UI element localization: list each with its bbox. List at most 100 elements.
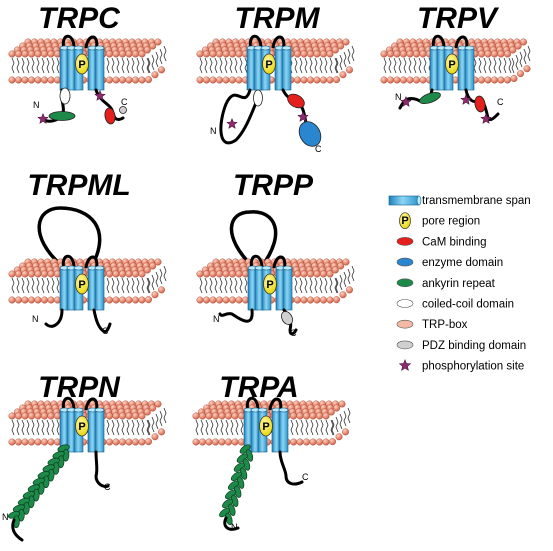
pore-label: P bbox=[262, 421, 269, 433]
pore-region: P bbox=[259, 415, 273, 437]
pore-label: P bbox=[265, 59, 272, 71]
legend-item-trp-box: TRP-box bbox=[396, 319, 468, 331]
transmembrane-helix bbox=[464, 45, 475, 91]
phosphorylation-site-icon bbox=[460, 93, 472, 105]
legend-item-enzyme-domain: enzyme domain bbox=[396, 257, 503, 269]
cam-binding-icon bbox=[396, 237, 414, 246]
legend-item-pdz-binding-domain: PDZ binding domain bbox=[396, 340, 526, 352]
n-terminus-tail bbox=[44, 308, 64, 328]
n-terminus-label: N bbox=[33, 100, 40, 110]
c-terminus-label: C bbox=[315, 144, 322, 154]
pore-label: P bbox=[78, 421, 85, 433]
legend-label: enzyme domain bbox=[422, 257, 503, 269]
channel-core: P bbox=[243, 396, 289, 453]
channel-core: P bbox=[59, 34, 105, 91]
transmembrane-helix bbox=[94, 265, 105, 311]
n-terminus-label: N bbox=[213, 314, 220, 324]
panel-trpm: TRPM P N C bbox=[196, 2, 355, 154]
legend-label: ankyrin repeat bbox=[422, 278, 496, 290]
pore-region: P bbox=[75, 273, 89, 295]
pore-region: P bbox=[445, 53, 459, 75]
transmembrane-span-icon bbox=[388, 195, 422, 206]
legend-label: TRP-box bbox=[422, 319, 468, 331]
legend-label: transmembrane span bbox=[422, 195, 531, 207]
c-terminus-tail bbox=[278, 450, 304, 486]
c-terminus-tail bbox=[94, 450, 110, 488]
legend-item-cam-binding: CaM binding bbox=[396, 236, 487, 248]
panel-title: TRPM bbox=[235, 2, 321, 35]
panel-title: TRPN bbox=[38, 371, 121, 404]
phosphorylation-site-icon bbox=[480, 112, 492, 124]
c-terminus-label: C bbox=[104, 482, 111, 492]
coiled-coil-domain bbox=[281, 311, 293, 325]
transmembrane-helix bbox=[281, 45, 292, 91]
transmembrane-helix bbox=[94, 407, 105, 453]
panel-trpv: TRPV P N C bbox=[380, 2, 531, 124]
n-terminus-tail bbox=[11, 518, 24, 542]
pore-icon-label: P bbox=[401, 215, 408, 227]
panel-title: TRPP bbox=[233, 169, 314, 202]
n-terminus-label: N bbox=[395, 92, 402, 102]
n-terminus-tail bbox=[218, 308, 254, 323]
panel-trpa: TRPA P N C bbox=[192, 371, 351, 532]
cam-binding-domain bbox=[104, 107, 116, 125]
channel-core: P bbox=[59, 254, 105, 311]
pore-label: P bbox=[448, 59, 455, 71]
legend-item-coiled-coil-domain: coiled-coil domain bbox=[396, 299, 514, 311]
pdz-binding-domain-icon bbox=[396, 340, 414, 350]
pore-region-icon: P bbox=[399, 212, 411, 230]
n-terminus-label: N bbox=[32, 314, 39, 324]
pore-region: P bbox=[75, 53, 89, 75]
panel-title: TRPA bbox=[219, 371, 298, 404]
extracellular-loop bbox=[37, 206, 102, 268]
legend-label: phosphorylation site bbox=[422, 361, 524, 373]
pore-region: P bbox=[75, 415, 89, 437]
channel-core: P bbox=[247, 254, 293, 311]
coiled-coil-domain bbox=[253, 89, 263, 107]
panel-title: TRPC bbox=[38, 2, 121, 35]
ankyrin-repeat-helix bbox=[219, 444, 254, 526]
cam-binding-domain bbox=[474, 95, 486, 113]
n-terminus-label: N bbox=[231, 522, 238, 532]
enzyme-domain bbox=[298, 121, 322, 147]
transmembrane-helix bbox=[278, 407, 289, 453]
transmembrane-helix bbox=[282, 265, 293, 311]
legend-label: CaM binding bbox=[422, 236, 487, 248]
ankyrin-repeat-domain bbox=[419, 91, 441, 105]
phosphorylation-site-icon bbox=[398, 358, 412, 372]
pore-label: P bbox=[266, 279, 273, 291]
channel-core: P bbox=[246, 34, 292, 91]
panel-trpp: TRPP P N C bbox=[196, 169, 355, 338]
c-terminus-label: C bbox=[497, 97, 504, 107]
coiled-coil-domain-icon bbox=[396, 299, 414, 308]
legend-item-transmembrane-span: transmembrane span bbox=[388, 195, 531, 207]
extracellular-loop bbox=[229, 210, 278, 268]
ankyrin-repeat-domain bbox=[48, 111, 76, 121]
phosphorylation-site-icon bbox=[400, 95, 412, 107]
legend-item-phosphorylation-site: phosphorylation site bbox=[398, 358, 524, 373]
pore-label: P bbox=[78, 279, 85, 291]
enzyme-domain-icon bbox=[396, 257, 414, 267]
transmembrane-helix bbox=[94, 45, 105, 91]
pore-label: P bbox=[78, 59, 85, 71]
n-terminus-label: N bbox=[210, 126, 217, 136]
legend-item-ankyrin-repeat: ankyrin repeat bbox=[396, 278, 496, 290]
panel-title: TRPV bbox=[417, 2, 500, 35]
coiled-coil-domain bbox=[59, 87, 71, 105]
phosphorylation-site-icon bbox=[37, 112, 49, 124]
phosphorylation-site-icon bbox=[226, 117, 238, 129]
pore-region: P bbox=[263, 273, 277, 295]
legend-label: coiled-coil domain bbox=[422, 299, 514, 311]
panel-trpml: TRPML P N C bbox=[8, 169, 167, 336]
c-terminus-label: C bbox=[102, 326, 109, 336]
c-terminus-label: C bbox=[302, 472, 309, 482]
c-terminus-label: C bbox=[290, 328, 297, 338]
panel-title: TRPML bbox=[27, 169, 130, 202]
trp-box-icon bbox=[396, 319, 414, 329]
phosphorylation-site-icon bbox=[297, 110, 309, 122]
